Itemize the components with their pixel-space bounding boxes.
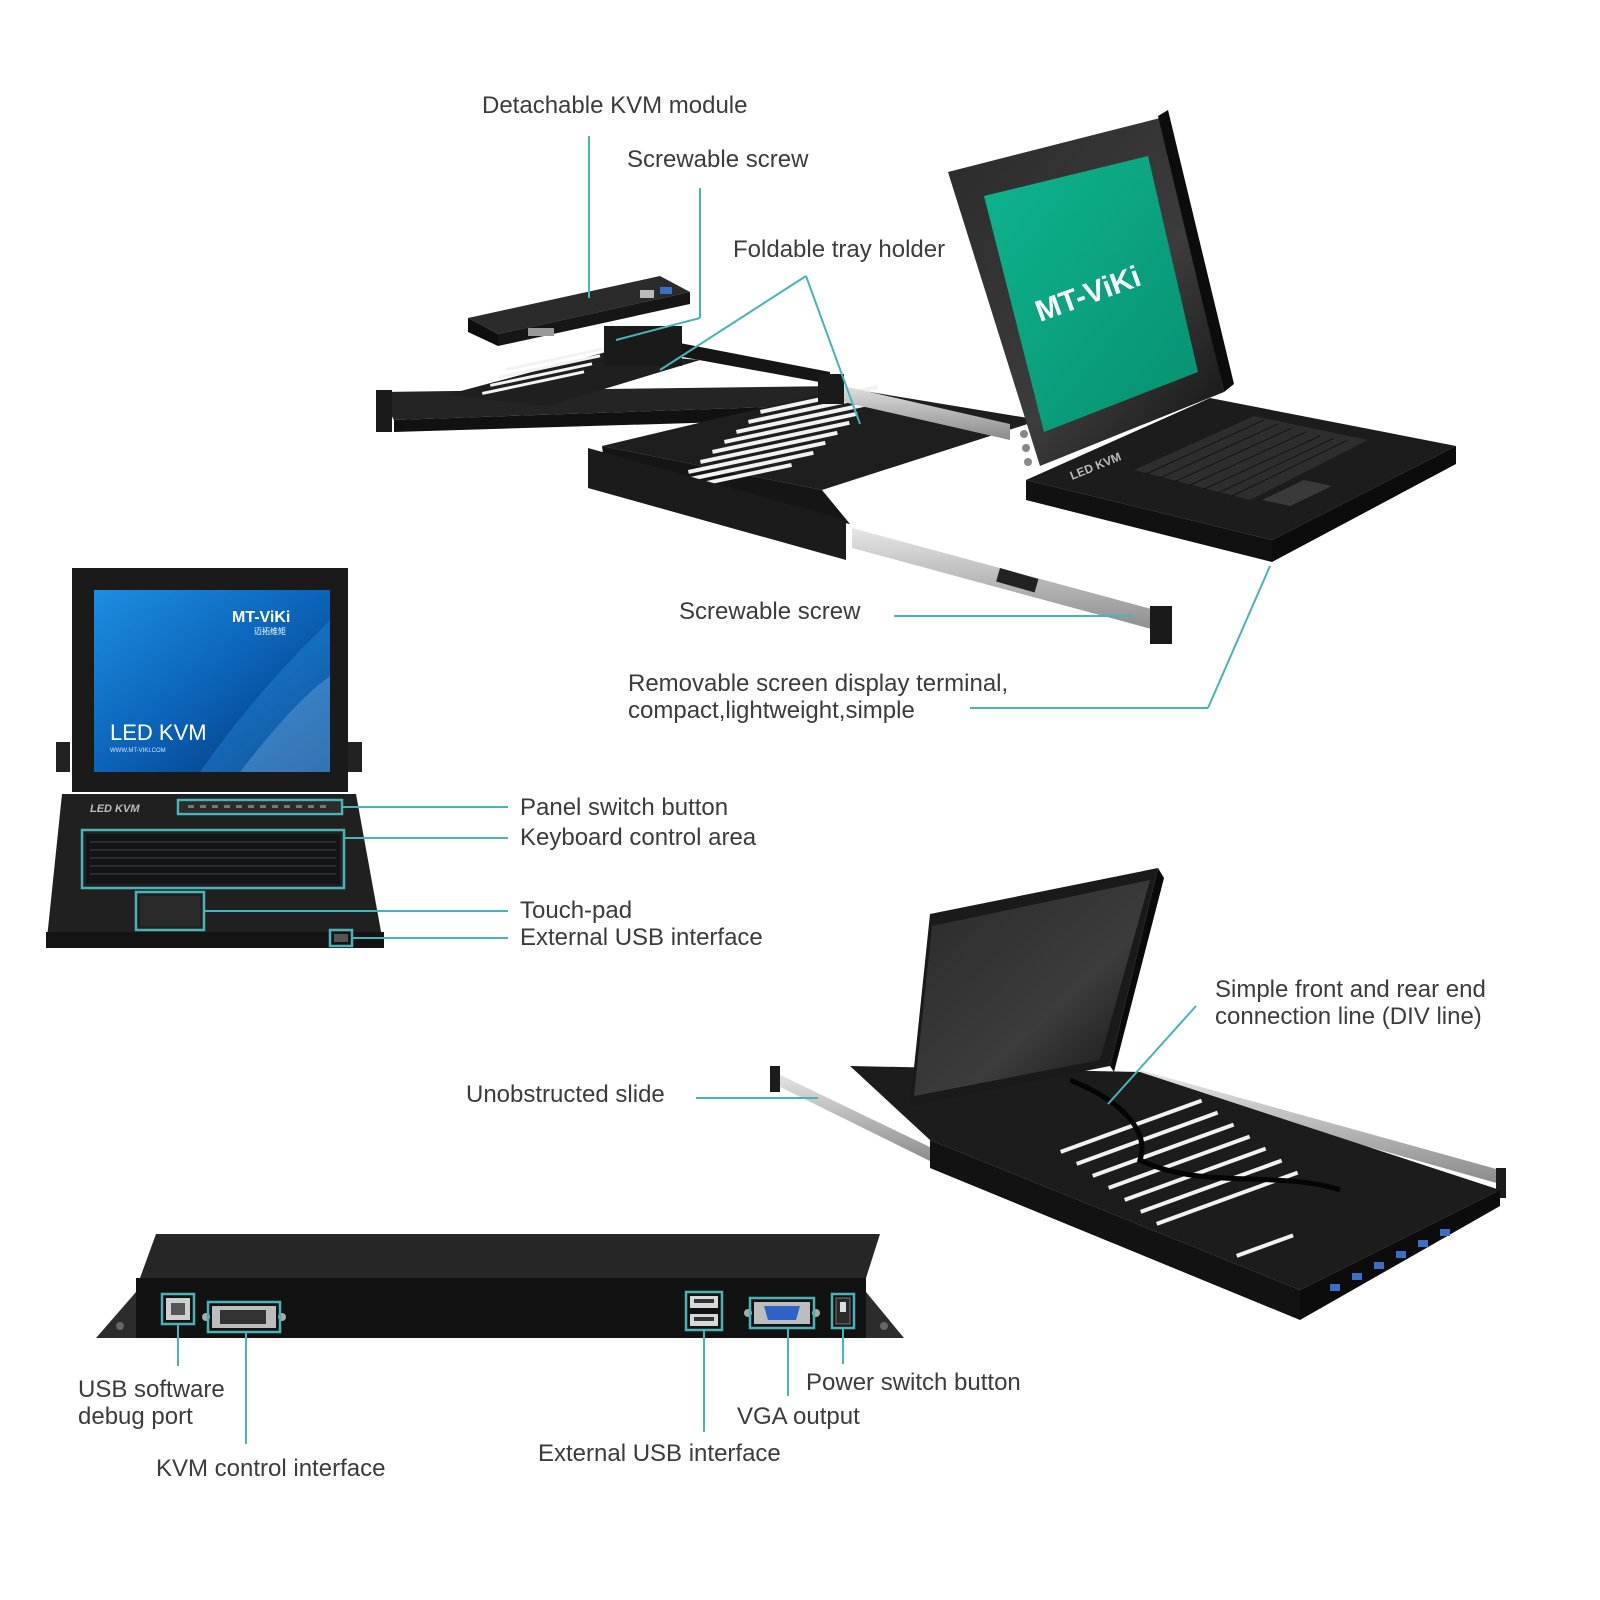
label-removable-screen-line1: Removable screen display terminal, [628,670,1009,697]
power-switch-icon [835,1297,851,1325]
leader-lines [177,136,1271,1444]
label-external-usb-rear: External USB interface [538,1440,781,1467]
label-panel-switch-button: Panel switch button [520,794,729,821]
label-usb-debug-line2: debug port [78,1403,193,1430]
usb-b-port-icon [166,1298,190,1320]
led-kvm-screen-title: LED KVM [110,720,207,745]
logo-blue-screen-sub: 迈拓维矩 [254,626,286,636]
front-usb-port [334,934,348,942]
kvm-module-top [468,276,690,346]
label-usb-debug-line1: USB software [78,1376,225,1403]
unobstructed-slide-rail [774,1072,936,1164]
front-view-console: MT-ViKi 迈拓维矩 LED KVM WWW.MT-VIKI.COM LED… [46,568,384,948]
label-screwable-screw-bottom: Screwable screw [679,598,861,625]
label-foldable-tray-holder: Foldable tray holder [733,236,946,263]
label-kvm-control-interface: KVM control interface [156,1455,386,1482]
label-screwable-screw-top: Screwable screw [627,146,809,173]
led-kvm-base-label: LED KVM [90,803,140,815]
label-simple-connection-line1: Simple front and rear end [1215,976,1486,1003]
green-screen [984,156,1198,432]
blue-screen [94,590,330,772]
label-touch-pad: Touch-pad [520,897,633,924]
url-text: WWW.MT-VIKI.COM [110,748,166,754]
keyboard-keys-top [1134,416,1368,500]
label-power-switch-button: Power switch button [806,1369,1021,1396]
label-simple-connection-line2: connection line (DIV line) [1215,1003,1482,1030]
lcd-console-green: LED KVM MT-ViKi [948,110,1456,562]
div-cable [1069,1077,1341,1193]
kvm-module-rear-panel [96,1234,904,1338]
label-unobstructed-slide: Unobstructed slide [466,1081,665,1108]
dvi-port-icon [202,1306,286,1328]
rear-view-tray [770,868,1506,1320]
vga-port-icon [744,1302,820,1324]
logo-blue-screen: MT-ViKi [232,609,290,626]
usb-a-port-icon [690,1296,718,1326]
label-removable-screen-line2: compact,lightweight,simple [628,697,915,724]
label-detachable-kvm-module: Detachable KVM module [482,92,748,119]
front-touchpad [140,896,200,926]
label-keyboard-control-area: Keyboard control area [520,824,757,851]
label-vga-output: VGA output [737,1403,860,1430]
label-external-usb-front: External USB interface [520,924,763,951]
